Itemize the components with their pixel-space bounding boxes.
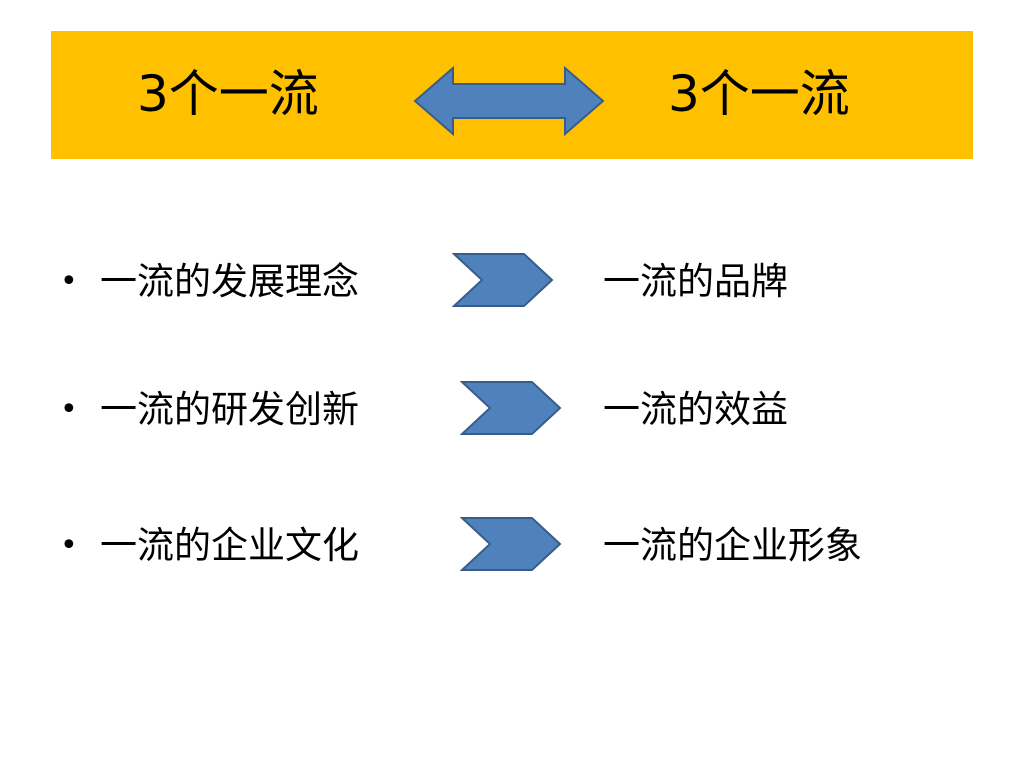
list-item: • 一流的发展理念 一流的品牌 (0, 252, 1024, 312)
list-item: • 一流的研发创新 一流的效益 (0, 380, 1024, 440)
banner-right-title: 3个一流 (668, 65, 850, 123)
bullet: • (60, 528, 78, 563)
bullet: • (60, 392, 78, 427)
chevron-right-icon (460, 381, 562, 435)
chevron-right-icon (452, 253, 554, 307)
row-right-text: 一流的品牌 (603, 260, 788, 303)
row-left-text: 一流的发展理念 (100, 260, 359, 303)
row-left-text: 一流的研发创新 (100, 388, 359, 431)
title-banner: 3个一流 3个一流 (51, 31, 973, 159)
banner-left-title: 3个一流 (137, 65, 319, 123)
row-right-text: 一流的效益 (603, 388, 788, 431)
row-right-text: 一流的企业形象 (603, 524, 862, 567)
list-item: • 一流的企业文化 一流的企业形象 (0, 516, 1024, 576)
row-left-text: 一流的企业文化 (100, 524, 359, 567)
chevron-right-icon (460, 517, 562, 571)
bullet: • (60, 264, 78, 299)
left-right-arrow-icon (413, 66, 605, 136)
